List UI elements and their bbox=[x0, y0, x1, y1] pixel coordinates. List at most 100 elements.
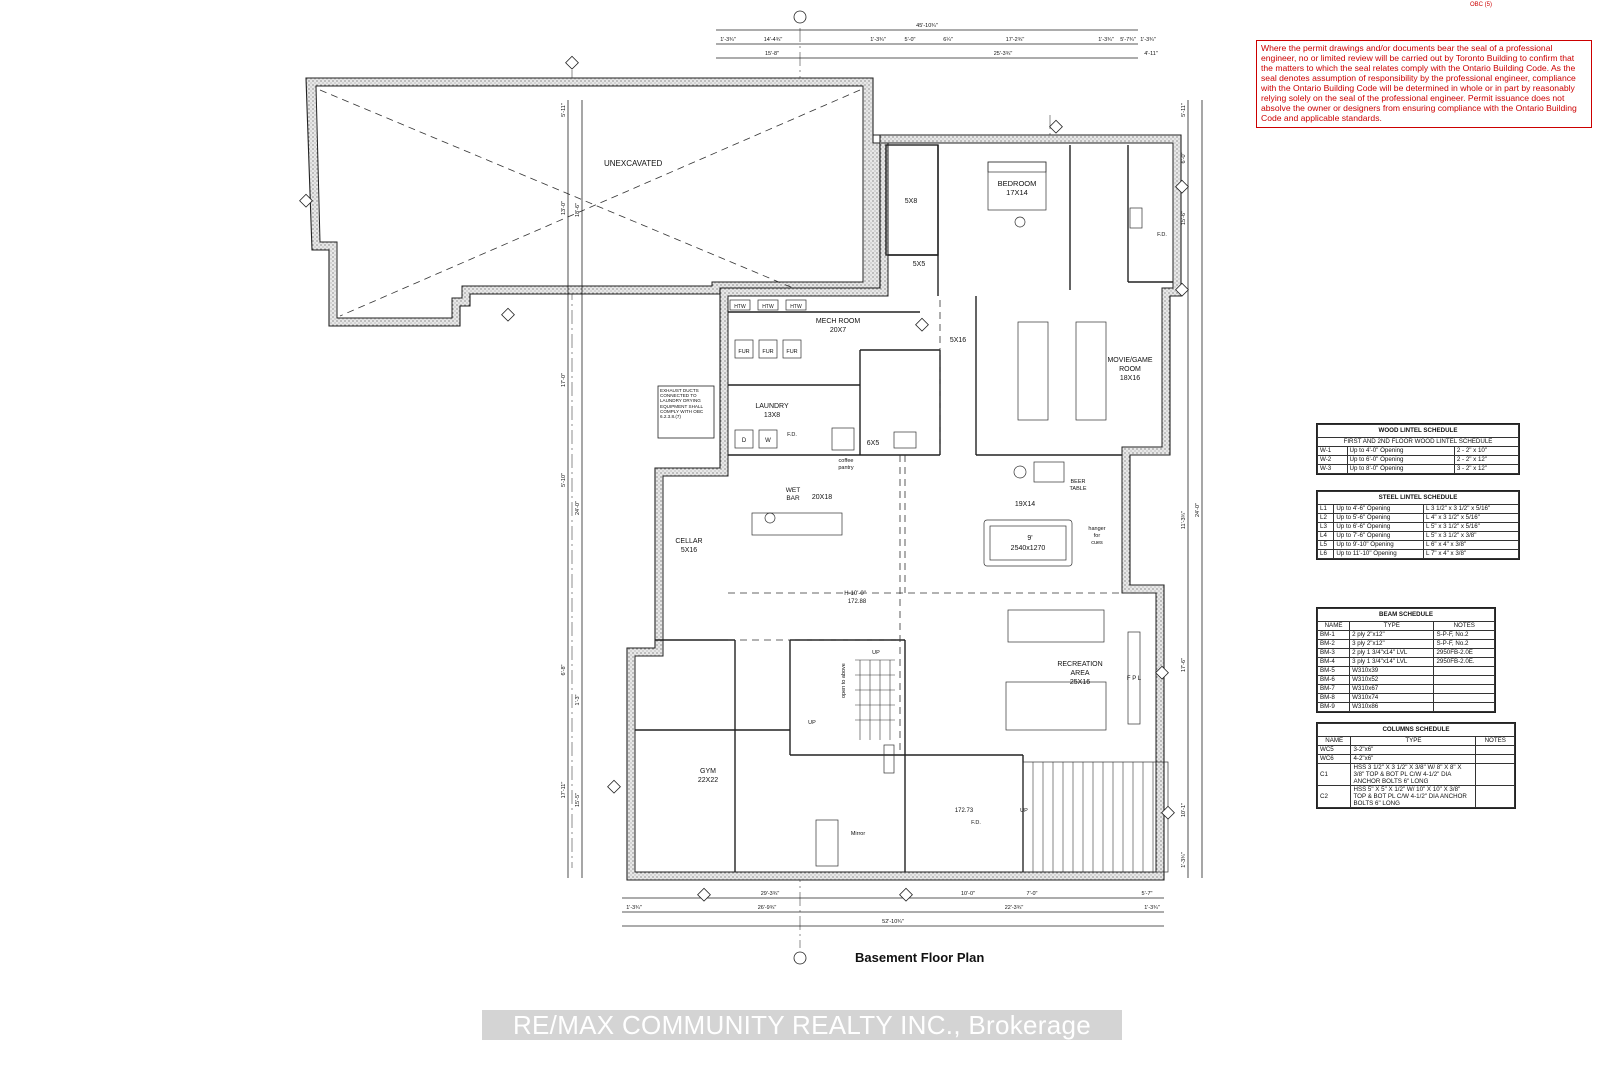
stair-up-label-2: UP bbox=[808, 720, 816, 726]
dim-left-col2: 15'-5" bbox=[575, 793, 581, 807]
cellar-size: 5X16 bbox=[681, 547, 697, 554]
stair-up-label-3: UP bbox=[1020, 808, 1028, 814]
cell: C1 bbox=[1316, 763, 1352, 786]
dim-top-row1: 5'-7¾" bbox=[1120, 37, 1136, 43]
header-cell: TYPE bbox=[1349, 621, 1435, 631]
dim-top-row1: 1'-3¾" bbox=[1140, 37, 1156, 43]
gym-label: GYM bbox=[700, 768, 716, 775]
brokerage-watermark: RE/MAX COMMUNITY REALTY INC., Brokerage bbox=[482, 1010, 1122, 1040]
dim-top-row1: 5'-0" bbox=[905, 37, 916, 43]
cell: 3 ply 1 3/4"x14" LVL bbox=[1349, 657, 1435, 667]
cell: W-3 bbox=[1317, 464, 1348, 474]
dim-top-row1: 1'-3¾" bbox=[720, 37, 736, 43]
cell: L 7" x 4" x 3/8" bbox=[1423, 549, 1519, 559]
dim-left-col1: 5'-11" bbox=[561, 103, 567, 117]
cell: 4-2"x6" bbox=[1350, 754, 1477, 764]
cell: 3 ply 2"x12" bbox=[1349, 639, 1435, 649]
wood-lintel-title: WOOD LINTEL SCHEDULE bbox=[1317, 424, 1519, 438]
hanger-label-3: cues bbox=[1091, 540, 1103, 546]
billiard-table bbox=[983, 519, 1073, 567]
dim-right-col: 17'-6" bbox=[1181, 658, 1187, 672]
drawing-caption: Basement Floor Plan bbox=[855, 950, 985, 965]
htw-1: HTW bbox=[734, 304, 746, 310]
wet-bar-size: 20X18 bbox=[812, 494, 832, 501]
header-cell: NOTES bbox=[1475, 736, 1515, 746]
elevation-1: 172.88 bbox=[848, 599, 867, 605]
cell: 2 - 2" x 10" bbox=[1453, 446, 1520, 456]
cell: L 5" x 3 1/2" x 3/8" bbox=[1423, 531, 1519, 541]
dim-bottom-row2: 26'-9¾" bbox=[758, 905, 777, 911]
mech-room-size: 20X7 bbox=[830, 327, 846, 334]
cell: BM-3 bbox=[1316, 648, 1351, 658]
cell: BM-6 bbox=[1316, 675, 1351, 685]
height-note: H-10'-0" bbox=[844, 591, 866, 597]
cell bbox=[1433, 684, 1495, 694]
cell: L5 bbox=[1316, 540, 1335, 550]
beam-title: BEAM SCHEDULE bbox=[1317, 608, 1495, 622]
unexcavated-label: UNEXCAVATED bbox=[604, 159, 662, 168]
dim-top-overall: 45'-10¾" bbox=[916, 23, 938, 29]
dim-bottom-overall: 52'-10¾" bbox=[882, 919, 904, 925]
cell bbox=[1475, 745, 1515, 755]
wet-bar-label-2: BAR bbox=[786, 495, 800, 502]
header-cell: NAME bbox=[1316, 621, 1351, 631]
dim-left-col1: 13'-0" bbox=[561, 201, 567, 215]
elevation-2: 172.73 bbox=[955, 808, 974, 814]
dim-bottom-row2: 1'-3¾" bbox=[1144, 905, 1160, 911]
dim-bottom-row2: 1'-3¾" bbox=[626, 905, 642, 911]
dim-top-row2: 4'-11" bbox=[1144, 51, 1158, 57]
cell: L 3 1/2" x 3 1/2" x 5/16" bbox=[1423, 504, 1519, 514]
steel-lintel-title: STEEL LINTEL SCHEDULE bbox=[1317, 491, 1519, 505]
dim-top-row1: 6¼" bbox=[943, 37, 953, 43]
recreation-label-1: RECREATION bbox=[1057, 661, 1102, 668]
dim-bottom-row1: 7'-0" bbox=[1027, 891, 1038, 897]
sofa-2 bbox=[1075, 321, 1107, 421]
cell: WC6 bbox=[1316, 754, 1352, 764]
cell: WC5 bbox=[1316, 745, 1352, 755]
cell: Up to 7'-6" Opening bbox=[1333, 531, 1425, 541]
cell: BM-1 bbox=[1316, 630, 1351, 640]
fireplace bbox=[1127, 631, 1141, 725]
gym-size: 22X22 bbox=[698, 777, 718, 784]
cell: L3 bbox=[1316, 522, 1335, 532]
beer-table-label-2: TABLE bbox=[1069, 486, 1086, 492]
dim-bottom-row1: 29'-3¾" bbox=[761, 891, 780, 897]
mech-room-label: MECH ROOM bbox=[816, 318, 861, 325]
dim-top-row1: 1'-3¾" bbox=[870, 37, 886, 43]
hanger-label-1: hanger bbox=[1088, 526, 1105, 532]
cell: Up to 9'-10" Opening bbox=[1333, 540, 1425, 550]
dim-top-row2: 15'-8" bbox=[765, 51, 779, 57]
dim-right-col: 15'-6" bbox=[1181, 211, 1187, 225]
wet-bar-island bbox=[751, 512, 843, 536]
dryer-label: D bbox=[742, 438, 747, 444]
htw-2: HTW bbox=[762, 304, 774, 310]
treadmill bbox=[815, 819, 839, 867]
sofa-1 bbox=[1017, 321, 1049, 421]
dim-top-row2: 25'-3¾" bbox=[994, 51, 1013, 57]
cell: 3 - 2" x 12" bbox=[1453, 464, 1520, 474]
sectional-bottom bbox=[1005, 681, 1107, 731]
cell: 2950FB-2.0E bbox=[1433, 648, 1495, 658]
cell: Up to 11'-10" Opening bbox=[1333, 549, 1425, 559]
cell bbox=[1475, 754, 1515, 764]
open-to-above-label: open to above bbox=[841, 663, 847, 698]
cell: L1 bbox=[1316, 504, 1335, 514]
floor-drain-1: F.D. bbox=[1157, 232, 1167, 238]
furniture bbox=[729, 161, 1143, 867]
cell: L 4" x 3 1/2" x 5/16" bbox=[1423, 513, 1519, 523]
dim-bottom-row1: 5'-7" bbox=[1142, 891, 1153, 897]
mirror-label: Mirror bbox=[851, 831, 866, 837]
furnace-2: FUR bbox=[762, 349, 773, 355]
